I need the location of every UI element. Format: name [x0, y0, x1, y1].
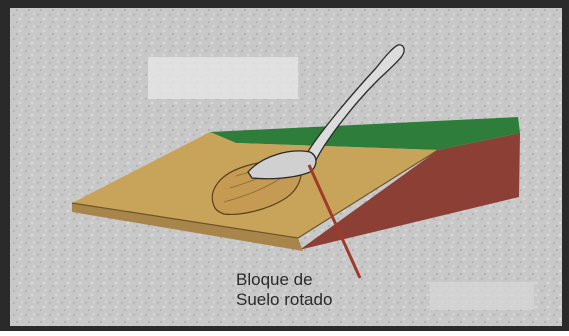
faded-patch — [148, 57, 298, 99]
slope-outline — [71, 149, 439, 239]
slope-front-edge — [72, 203, 303, 251]
spoon-icon — [247, 44, 405, 180]
callout-line-2: Suelo rotado — [236, 290, 333, 309]
slope-side-face — [298, 133, 520, 251]
callout-line-1: Bloque de — [236, 270, 313, 289]
grass-strip — [210, 117, 520, 150]
callout-label: Bloque de Suelo rotado — [236, 270, 406, 310]
faded-patch-lower — [430, 282, 534, 310]
callout-pointer — [307, 164, 362, 279]
